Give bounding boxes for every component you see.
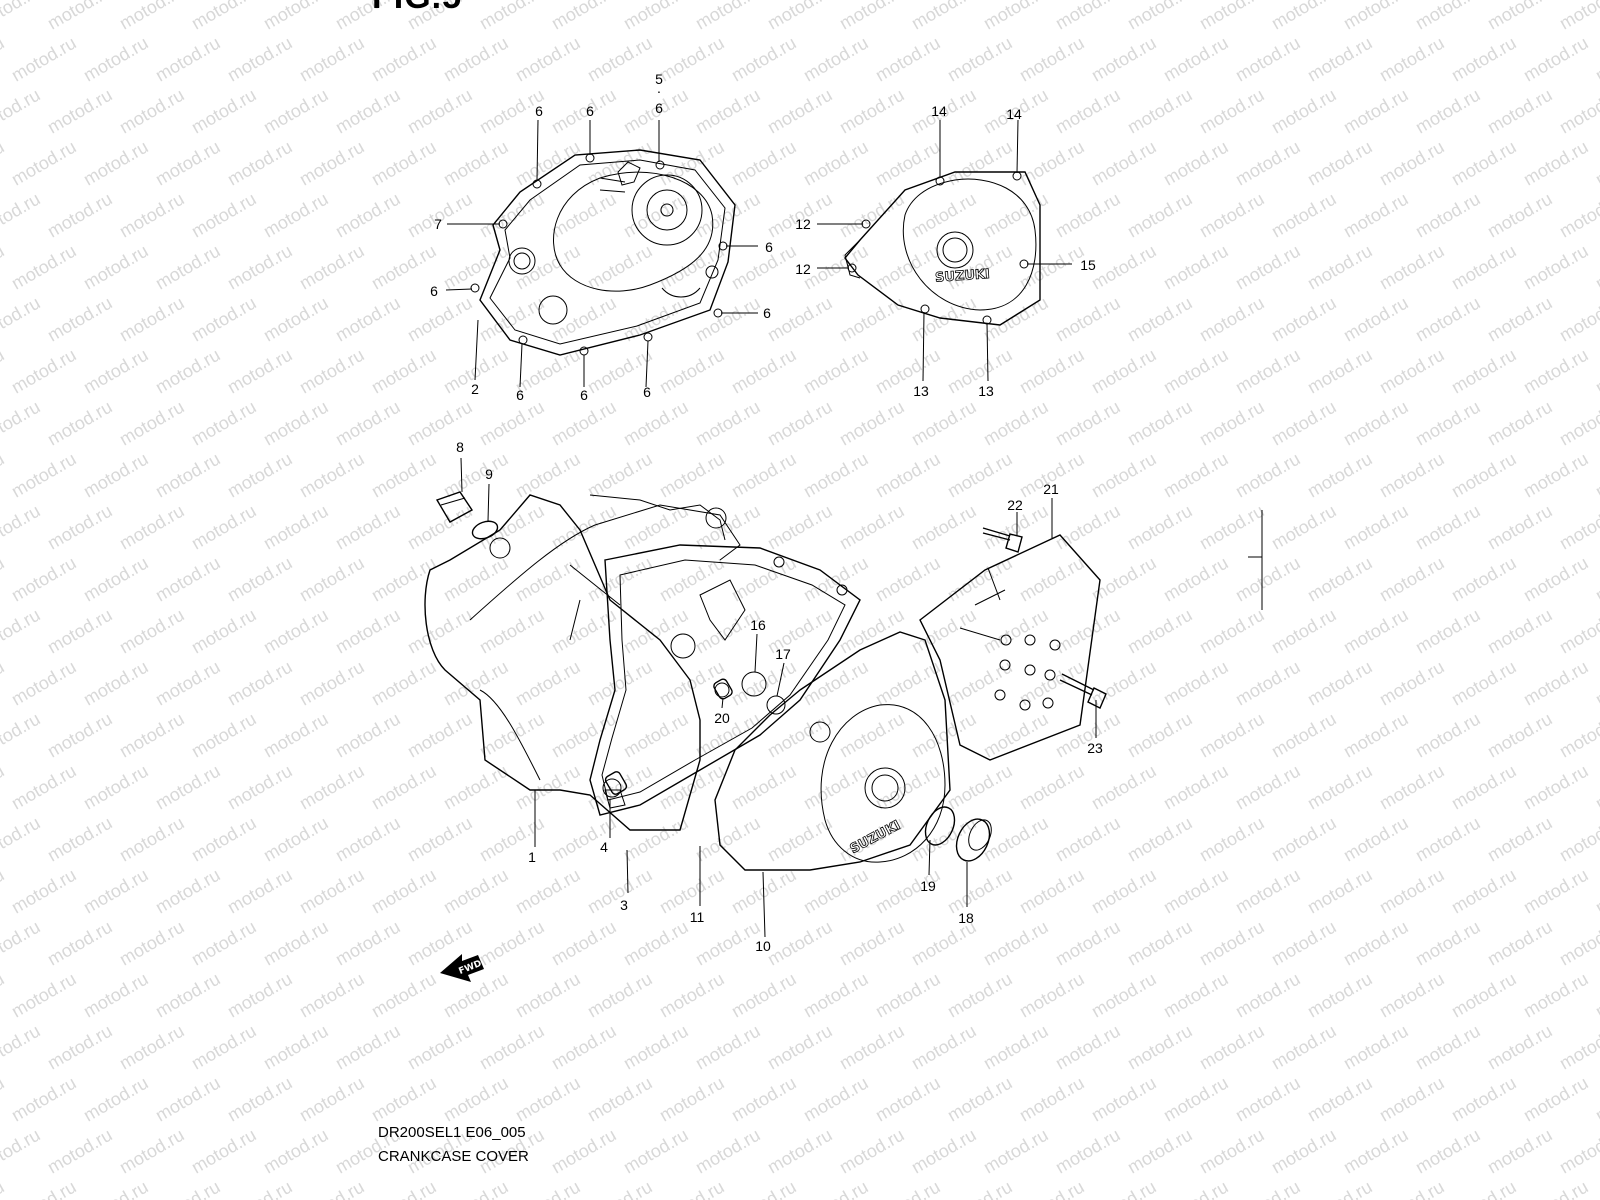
callout-4: 4 [600, 839, 608, 855]
bolt-23 [1059, 673, 1107, 709]
callout-22: 22 [1007, 497, 1023, 513]
callout-6f: 6 [763, 305, 771, 321]
diagram-code: DR200SEL1 E06_005 [378, 1124, 526, 1141]
callout-1: 1 [528, 849, 536, 865]
o-ring-19 [924, 806, 956, 846]
callout-5-dot: · [657, 83, 662, 99]
callout-labels: 5 · 6 6 6 7 6 6 6 2 6 6 6 14 14 12 12 15… [430, 71, 1103, 954]
callout-6g: 6 [516, 387, 524, 403]
callout-6c: 6 [655, 100, 663, 116]
crankcase-gasket [589, 544, 861, 816]
leader-lines [445, 119, 1097, 938]
callout-5: 5 [655, 71, 663, 87]
magneto-cover: SUZUKI [714, 631, 951, 871]
callout-16: 16 [750, 617, 766, 633]
callout-14a: 14 [931, 103, 947, 119]
oil-filler-plug-8 [435, 491, 474, 523]
clutch-cover-gasket [470, 149, 736, 356]
o-ring-9 [471, 520, 499, 540]
callout-10: 10 [755, 938, 771, 954]
callout-6b: 6 [586, 103, 594, 119]
crankcase-body [424, 494, 741, 831]
fwd-arrow-icon: FWD [440, 954, 484, 982]
callout-13b: 13 [978, 383, 994, 399]
callout-11: 11 [690, 909, 705, 925]
callout-6d: 6 [430, 283, 438, 299]
callout-13a: 13 [913, 383, 929, 399]
callout-23: 23 [1087, 740, 1103, 756]
engine-sprocket-cover [919, 534, 1101, 761]
callout-21: 21 [1043, 481, 1059, 497]
figure-title: FIG.5 [372, 0, 462, 17]
margin-marks [1248, 510, 1263, 610]
suzuki-logo-lower: SUZUKI [848, 818, 903, 857]
callout-6a: 6 [535, 103, 543, 119]
callout-17: 17 [775, 646, 791, 662]
callout-14b: 14 [1006, 106, 1022, 122]
callout-6i: 6 [643, 384, 651, 400]
bolt-22 [982, 527, 1023, 553]
callout-15: 15 [1080, 257, 1096, 273]
diagram-name: CRANKCASE COVER [378, 1148, 529, 1165]
callout-6e: 6 [765, 239, 773, 255]
callout-7: 7 [434, 216, 442, 232]
callout-20: 20 [714, 710, 730, 726]
callout-8: 8 [456, 439, 464, 455]
callout-6h: 6 [580, 387, 588, 403]
suzuki-logo: SUZUKI [935, 267, 991, 286]
callout-2: 2 [471, 381, 479, 397]
callout-18: 18 [958, 910, 974, 926]
callout-19: 19 [920, 878, 936, 894]
callout-12b: 12 [795, 261, 811, 277]
callout-9: 9 [485, 466, 493, 482]
callout-3: 3 [620, 897, 628, 913]
cap-18 [955, 818, 992, 862]
callout-12a: 12 [795, 216, 811, 232]
magneto-bolt-holes [847, 171, 1029, 325]
magneto-cover-gasket: SUZUKI [844, 171, 1041, 326]
dowel-pins [604, 678, 733, 795]
